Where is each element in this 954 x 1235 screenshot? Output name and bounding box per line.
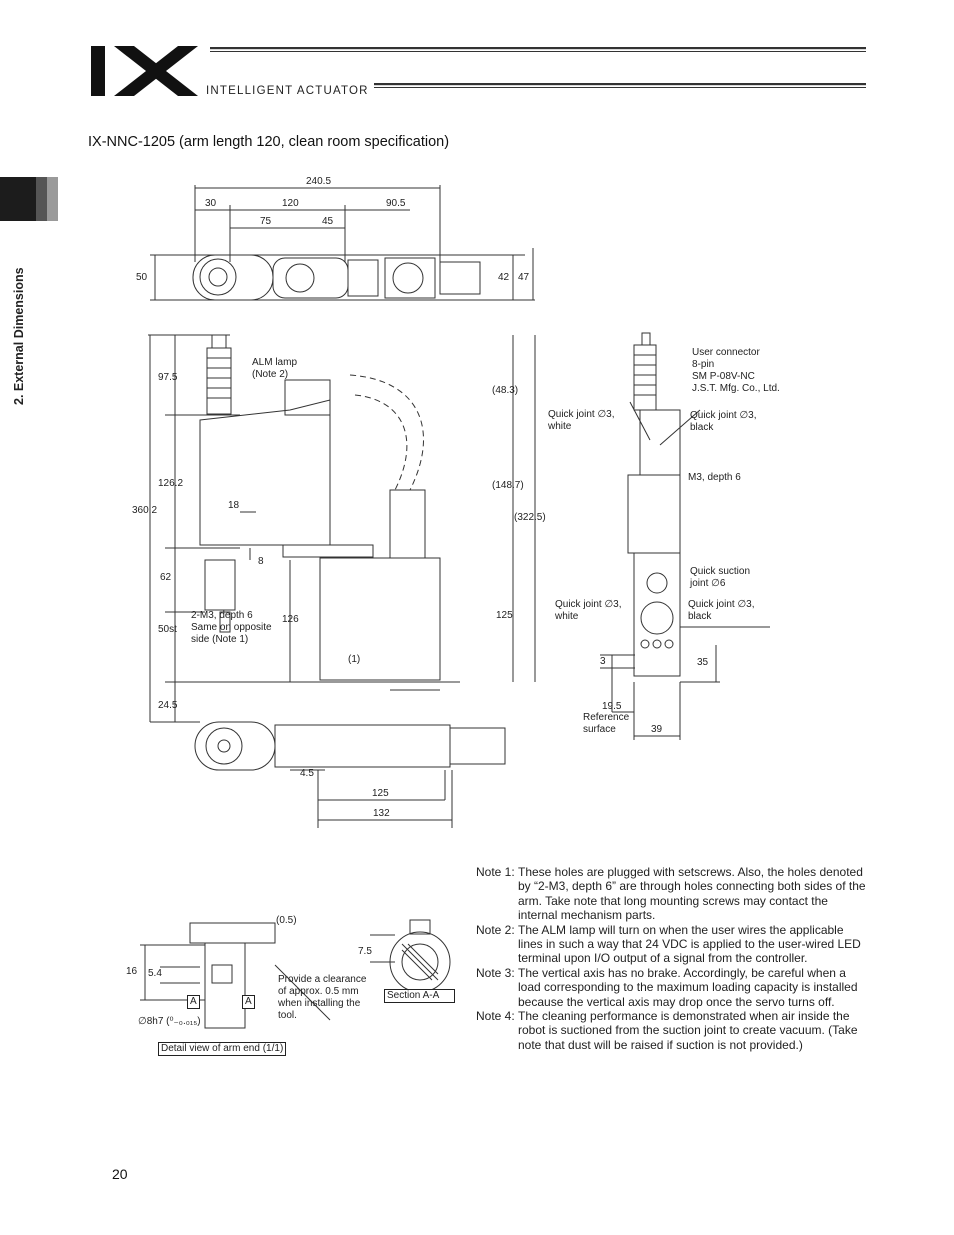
quick-joint-white-bottom-label: Quick joint ∅3, white [555,599,622,622]
note-key: Note 1: [476,865,515,879]
header-line-4 [374,87,866,88]
note-2: Note 2: The ALM lamp will turn on when t… [476,923,868,966]
note-3: Note 3: The vertical axis has no brake. … [476,966,868,1009]
dim-overall: 240.5 [306,176,332,187]
dim-45: 45 [322,216,334,227]
alm-lamp-label: ALM lamp (Note 2) [252,357,298,380]
dim-19: 19.5 [602,701,622,712]
note-key: Note 4: [476,1009,515,1024]
dim-90: 90.5 [386,198,406,209]
dim-125: 125 [372,788,389,799]
dim-30: 30 [205,198,217,209]
detail-view [140,919,451,1029]
dim-h47: 47 [518,272,530,283]
dim-8: 8 [258,556,264,567]
dim-126a: 126.2 [158,478,184,489]
note-key: Note 2: [476,922,515,937]
quick-joint-black-top-label: Quick joint ∅3, black [690,410,757,433]
m3-depth6-label: M3, depth 6 [688,472,741,483]
dim-48: (48.3) [492,385,519,396]
dim-39: 39 [651,724,663,735]
dim-132: 132 [373,808,390,819]
m3-depth-label: 2-M3, depth 6 Same on opposite side (Not… [191,610,272,645]
note-text: The cleaning performance is demonstrated… [518,1009,858,1052]
section-marker-a-right: A [242,995,255,1009]
note-key: Note 3: [476,965,515,980]
page-title: IX-NNC-1205 (arm length 120, clean room … [88,134,450,150]
dim-3: 3 [600,656,606,667]
quick-joint-white-top-label: Quick joint ∅3, white [548,409,615,432]
dim-75d: 7.5 [358,946,372,957]
header-line-1 [210,47,866,50]
dim-62: 62 [160,572,172,583]
detail-view-label: Detail view of arm end (1/1) [158,1042,287,1056]
dim-322: (322.5) [514,512,546,523]
page-number: 20 [112,1166,128,1182]
brand-text: INTELLIGENT ACTUATOR [206,85,369,97]
quick-suction-label: Quick suction joint ∅6 [690,566,751,589]
header-line-2 [210,51,866,52]
note-text: The ALM lamp will turn on when the user … [518,922,861,966]
section-tab [0,177,58,221]
note-text: The vertical axis has no brake. Accordin… [518,965,858,1009]
dim-16: 16 [126,966,138,977]
right-view [600,332,770,740]
note-text: These holes are plugged with setscrews. … [518,865,866,923]
note-1: Note 1: These holes are plugged with set… [476,865,868,923]
dim-tolerance: ∅8h7 (⁰₋₀.₀₁₅) [138,1016,201,1027]
reference-surface-label: Reference surface [583,712,630,735]
dim-148: (148.7) [492,480,524,491]
dim-120: 120 [282,198,299,209]
quick-joint-black-bottom-label: Quick joint ∅3, black [688,599,755,622]
dim-4: 4.5 [300,768,314,779]
dim-97: 97.5 [158,372,178,383]
clearance-label: Provide a clearance of approx. 0.5 mm wh… [278,974,367,1021]
dim-50st: 50st [158,624,177,635]
section-aa-label: Section A-A [384,989,455,1003]
dim-126b: 126 [282,614,299,625]
notes-block: Note 1: These holes are plugged with set… [476,865,868,1052]
bottom-view [194,721,506,828]
dim-18: 18 [228,500,240,511]
dim-total: 360.2 [132,505,158,516]
section-marker-a-left: A [187,995,200,1009]
dim-75: 75 [260,216,272,227]
dim-1: (1) [348,654,361,665]
dim-05: (0.5) [276,915,297,926]
front-view [148,334,536,723]
dim-35: 35 [697,657,709,668]
ix-logo [91,46,198,96]
dim-h42: 42 [498,272,510,283]
header-graphic [91,46,866,96]
dim-54: 5.4 [148,968,162,979]
dim-h50: 50 [136,272,148,283]
dim-24: 24.5 [158,700,178,711]
header-line-3 [374,83,866,86]
note-4: Note 4: The cleaning performance is demo… [476,1009,868,1052]
user-connector-label: User connector 8-pin SM P-08V-NC J.S.T. … [692,347,780,394]
dim-125v: 125 [496,610,513,621]
top-view [150,185,535,301]
